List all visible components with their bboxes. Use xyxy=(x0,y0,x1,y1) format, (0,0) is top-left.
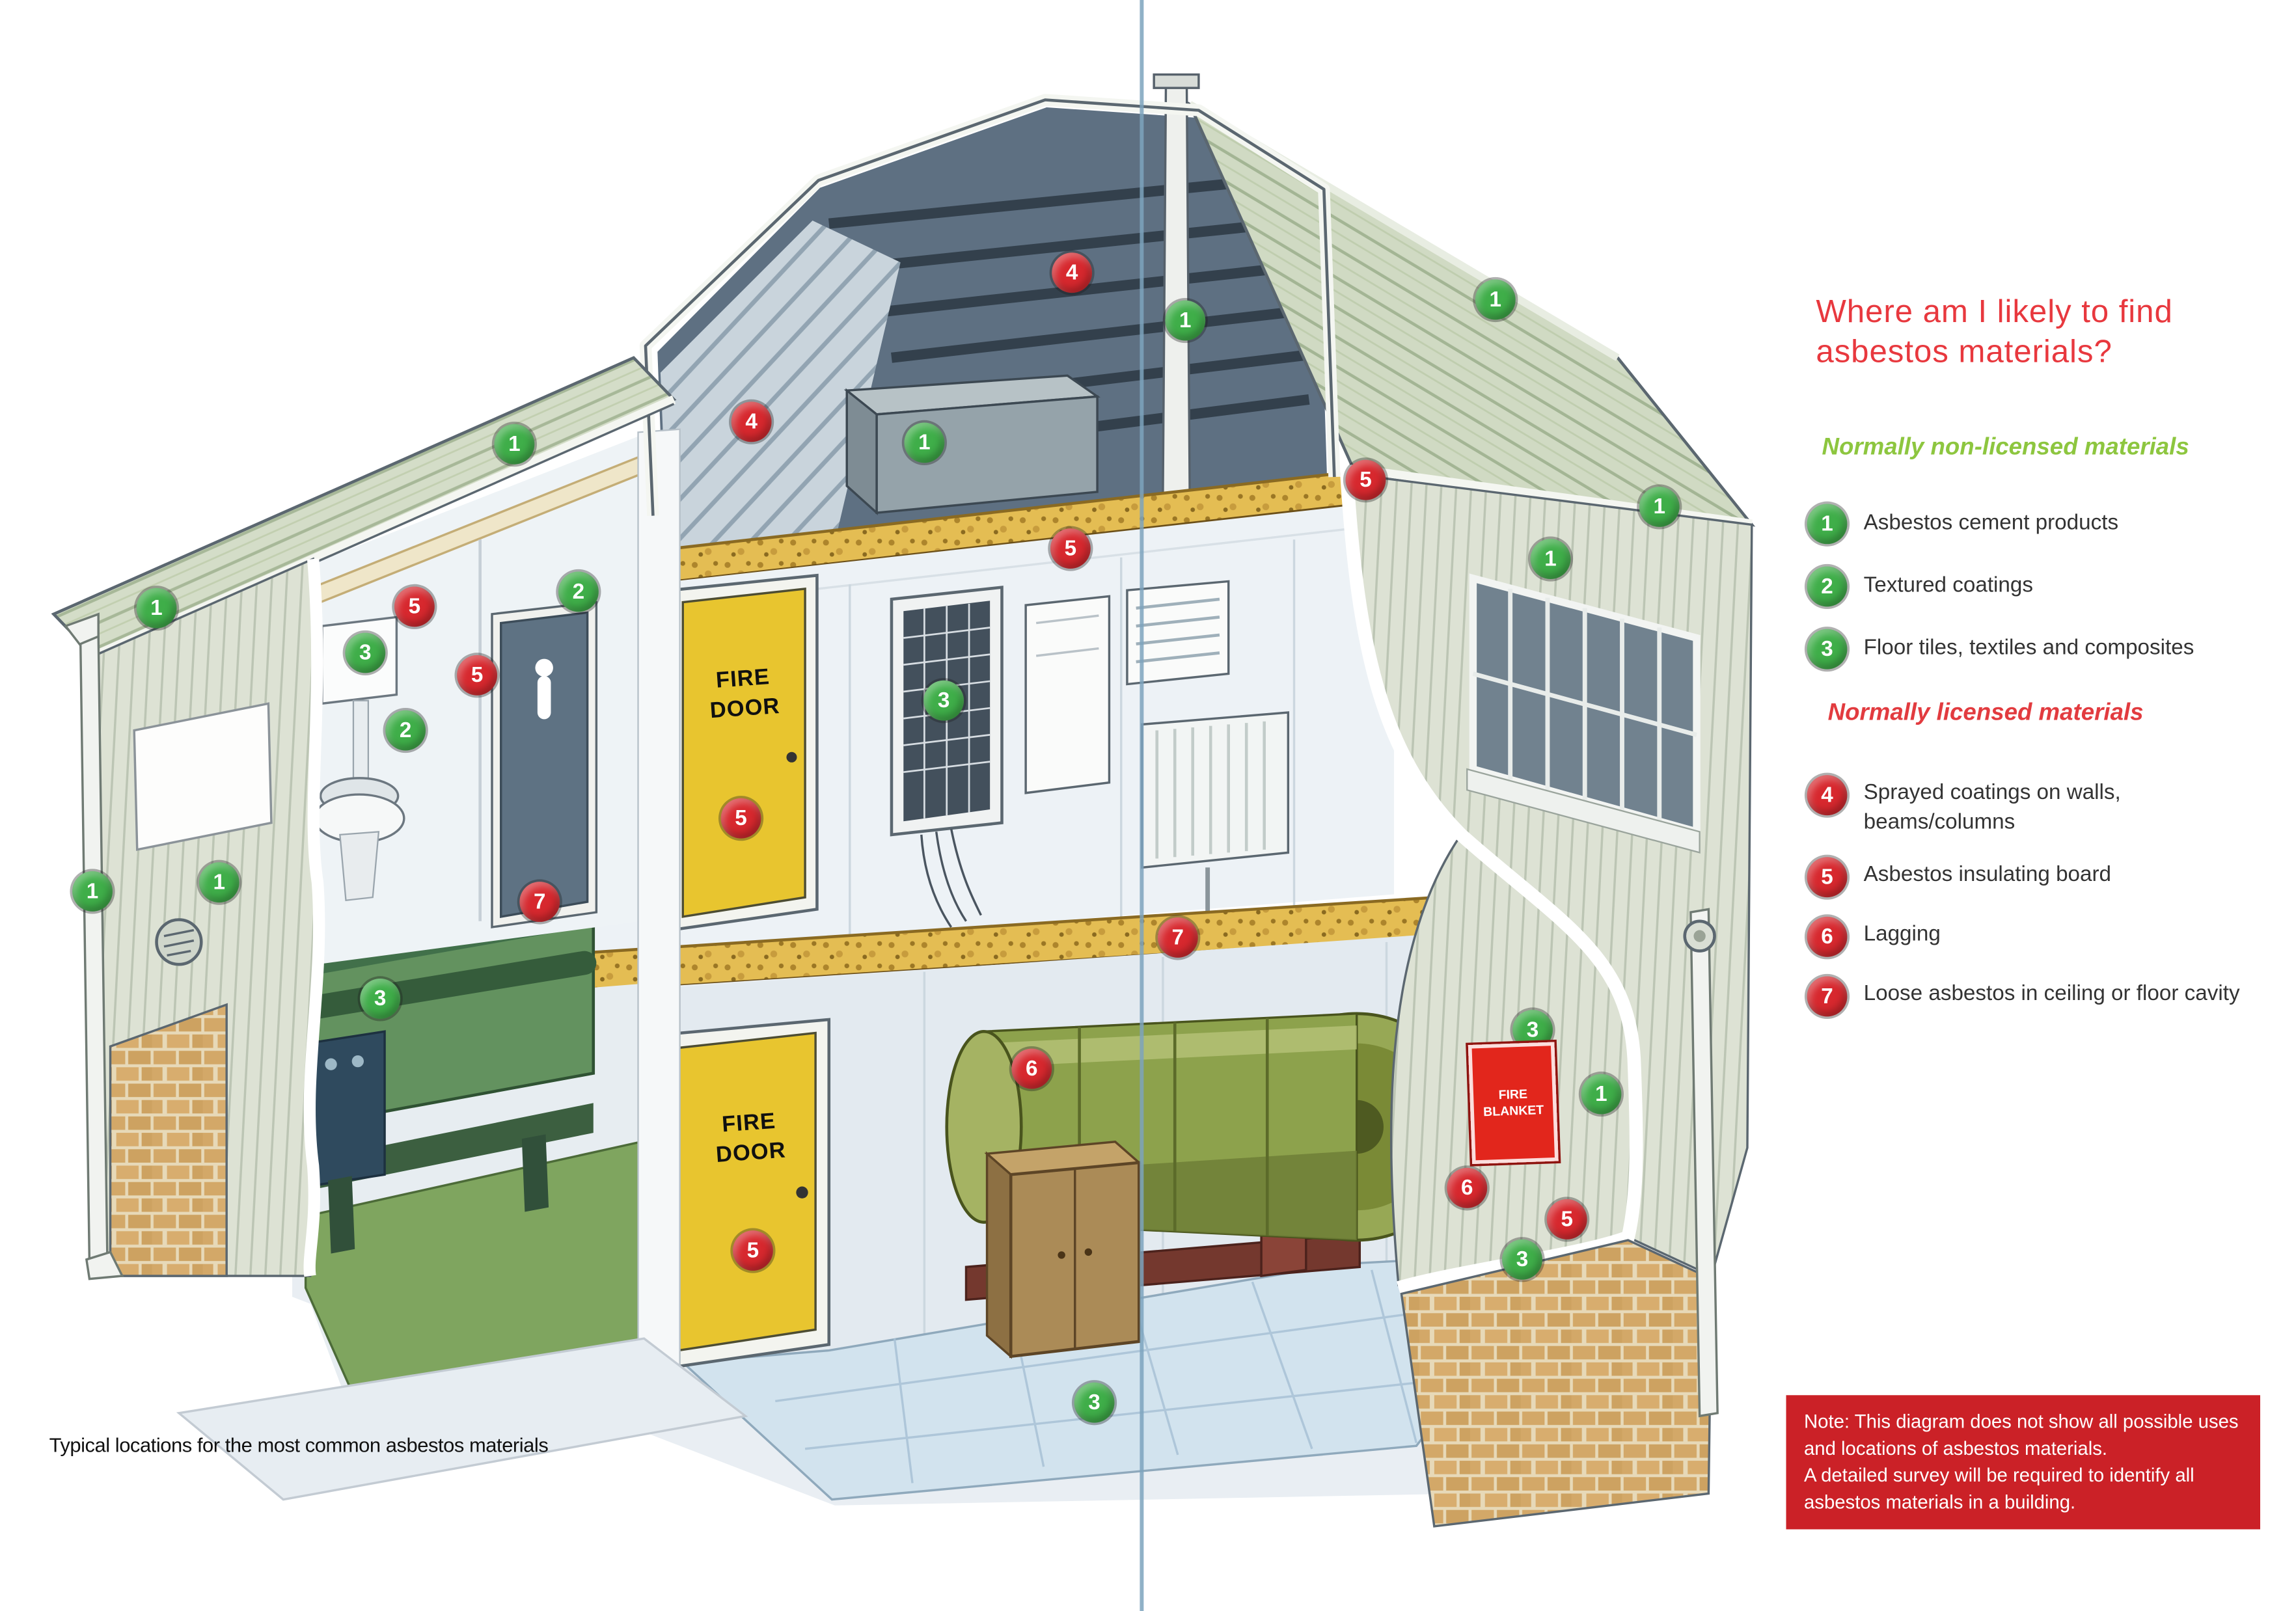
legend-item: 5 Asbestos insulating board xyxy=(1807,857,2269,898)
marker-1-annex-roof-sheet: 1 xyxy=(494,424,535,465)
page-title: Where am I likely to find asbestos mater… xyxy=(1816,293,2173,370)
legend-item: 6 Lagging xyxy=(1807,917,2269,958)
marker-6-pipe-lagging: 6 xyxy=(1447,1167,1488,1208)
legend-non-licensed: 1 Asbestos cement products 2 Textured co… xyxy=(1807,504,2269,670)
legend-item-label: Asbestos insulating board xyxy=(1863,863,2112,887)
marker-5-first-floor-ceiling-board: 5 xyxy=(1050,528,1091,569)
right-wall xyxy=(1339,465,1753,1295)
walkway xyxy=(176,1337,748,1501)
legend-item-label: Asbestos cement products xyxy=(1863,511,2119,535)
legend-item: 4 Sprayed coatings on walls, beams/colum… xyxy=(1807,775,2269,838)
downpipe-right xyxy=(1683,908,1719,1418)
annex-interior xyxy=(304,428,681,1396)
marker-3-machine-composites: 3 xyxy=(360,978,401,1019)
marker-1-right-wall-cladding: 1 xyxy=(1639,486,1680,527)
legend-item: 3 Floor tiles, textiles and composites xyxy=(1807,629,2269,670)
marker-5-eaves-board: 5 xyxy=(1345,459,1386,500)
marker-6-boiler-lagging: 6 xyxy=(1011,1048,1052,1089)
marker-1-downpipe-left: 1 xyxy=(72,871,113,912)
fire-door-lower xyxy=(663,1018,831,1370)
marker-2-wc-wall-coating: 2 xyxy=(385,710,426,751)
legend-marker-red: 7 xyxy=(1807,976,1848,1017)
marker-5-board-near-pipes: 5 xyxy=(1546,1199,1587,1239)
marker-1-right-roof-sheet: 1 xyxy=(1475,279,1516,320)
flue-pipe xyxy=(1153,73,1200,496)
legend-item: 1 Asbestos cement products xyxy=(1807,504,2269,545)
marker-3-electrical-panel: 3 xyxy=(923,680,964,721)
fire-blanket-sign: FIRE BLANKET xyxy=(1468,1042,1559,1165)
legend-item-label: Textured coatings xyxy=(1863,573,2033,598)
legend-marker-red: 5 xyxy=(1807,857,1848,898)
brick-left xyxy=(109,1003,228,1277)
radiator xyxy=(1141,711,1290,913)
marker-3-cistern: 3 xyxy=(345,632,386,673)
fold-line xyxy=(1140,0,1144,1611)
marker-4-attic-slope-coating: 4 xyxy=(731,401,772,442)
window-band xyxy=(1466,573,1701,854)
attic-interior xyxy=(657,73,1327,555)
wc-door xyxy=(491,601,598,928)
fire-blanket-label-line1: FIRE xyxy=(1498,1085,1528,1102)
legend-marker-green: 1 xyxy=(1807,504,1848,545)
marker-1-annex-roof-eaves: 1 xyxy=(136,588,177,629)
fire-door-upper xyxy=(669,573,819,932)
marker-7-floor-cavity-left: 7 xyxy=(519,882,560,922)
fire-blanket-label-line2: BLANKET xyxy=(1483,1102,1544,1119)
legend-marker-red: 6 xyxy=(1807,917,1848,958)
legend-item-label: Floor tiles, textiles and composites xyxy=(1863,636,2194,660)
legend-heading-licensed: Normally licensed materials xyxy=(1827,700,2144,726)
marker-3-floor-tiles: 3 xyxy=(1074,1382,1115,1423)
diagram-caption: Typical locations for the most common as… xyxy=(49,1433,549,1457)
legend-marker-red: 4 xyxy=(1807,775,1848,816)
marker-1-downpipe-right: 1 xyxy=(1581,1074,1622,1115)
marker-5-fire-door-lower: 5 xyxy=(732,1230,773,1271)
marker-5-fire-door-upper: 5 xyxy=(720,798,761,839)
legend-item-label: Sprayed coatings on walls, beams/columns xyxy=(1863,781,2121,834)
marker-2-corridor-textured-coating: 2 xyxy=(558,571,599,612)
legend-item: 2 Textured coatings xyxy=(1807,566,2269,607)
marker-3-textiles-near-pipes: 3 xyxy=(1502,1239,1542,1280)
marker-7-floor-cavity-right: 7 xyxy=(1157,917,1198,958)
cabinet xyxy=(984,1141,1142,1359)
legend-item-label: Lagging xyxy=(1863,923,1941,947)
louvre-vent xyxy=(1126,580,1230,686)
gable-fascia xyxy=(639,94,1341,517)
legend-marker-green: 3 xyxy=(1807,629,1848,670)
fire-door-lower-label: FIRE DOOR xyxy=(693,1105,807,1171)
marker-1-annex-wall-cladding: 1 xyxy=(198,862,239,903)
wall-sign xyxy=(133,702,273,851)
marker-5-annex-ceiling-board: 5 xyxy=(394,586,435,627)
note-box: Note: This diagram does not show all pos… xyxy=(1786,1395,2261,1529)
wall-panel xyxy=(1024,595,1111,794)
downpipe-left xyxy=(64,612,124,1280)
legend-marker-green: 2 xyxy=(1807,566,1848,607)
legend-item: 7 Loose asbestos in ceiling or floor cav… xyxy=(1807,976,2269,1017)
marker-5-wc-partition-board: 5 xyxy=(457,655,498,696)
fire-door-upper-label: FIRE DOOR xyxy=(687,661,800,727)
legend-heading-non-licensed: Normally non-licensed materials xyxy=(1822,435,2189,461)
wall-vent xyxy=(155,918,203,966)
marker-4-attic-ceiling-coating: 4 xyxy=(1052,252,1093,293)
marker-1-right-wall-window: 1 xyxy=(1530,539,1571,580)
marker-1-flue-pipe: 1 xyxy=(1165,300,1206,341)
marker-1-attic-tank: 1 xyxy=(904,422,945,463)
legend-item-label: Loose asbestos in ceiling or floor cavit… xyxy=(1863,982,2240,1007)
legend-licensed: 4 Sprayed coatings on walls, beams/colum… xyxy=(1807,775,2269,1017)
